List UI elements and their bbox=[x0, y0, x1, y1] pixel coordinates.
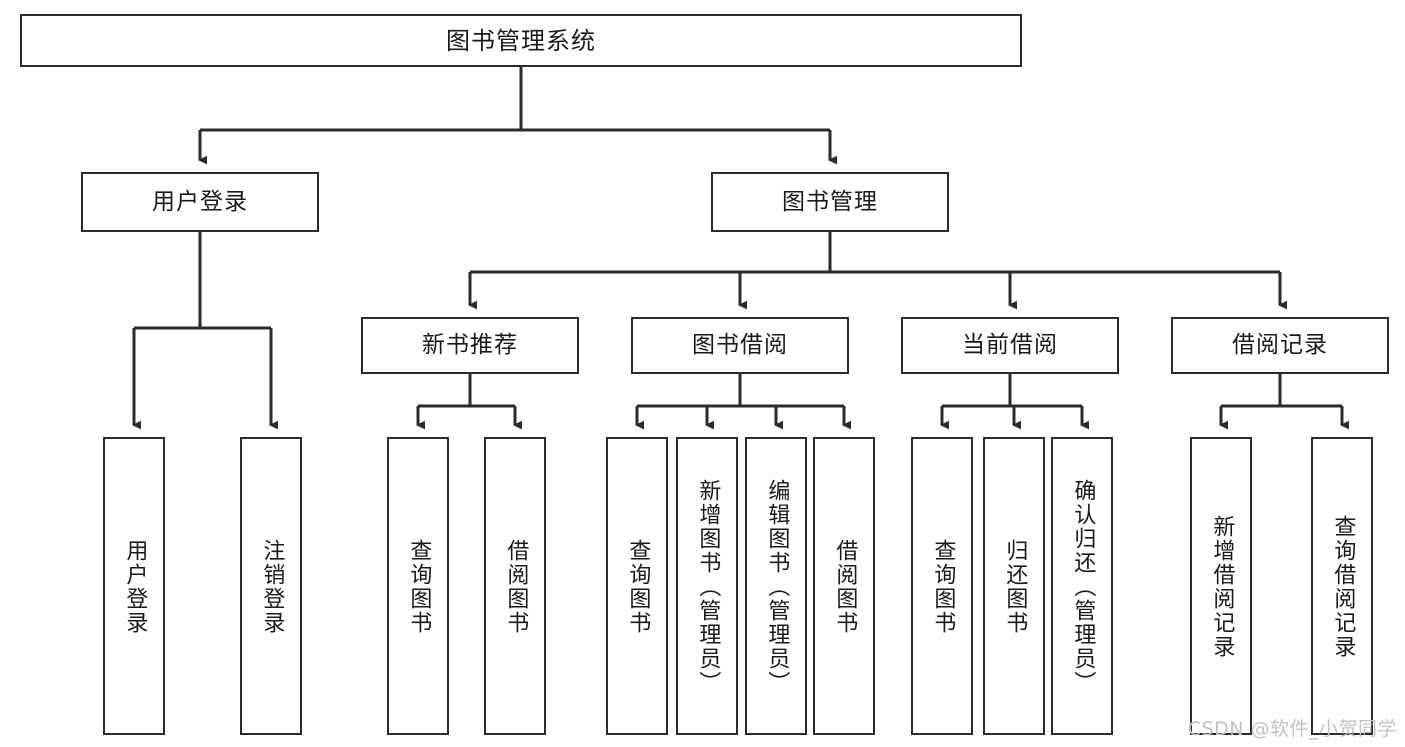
node-book-borrow[interactable]: 图书借阅 bbox=[631, 317, 849, 374]
node-leaf-query-book-a-label: 查询图书 bbox=[406, 539, 432, 635]
node-book-manage[interactable]: 图书管理 bbox=[711, 172, 949, 232]
node-leaf-confirm-return-label: 确认归还（管理员） bbox=[1070, 479, 1096, 695]
node-user-login-label: 用户登录 bbox=[152, 188, 248, 215]
node-leaf-query-book-a[interactable]: 查询图书 bbox=[387, 437, 449, 735]
node-current-borrow[interactable]: 当前借阅 bbox=[901, 317, 1119, 374]
node-leaf-user-login-label: 用户登录 bbox=[122, 539, 148, 635]
node-leaf-borrow-book-a[interactable]: 借阅图书 bbox=[484, 437, 546, 735]
node-leaf-user-logout[interactable]: 注销登录 bbox=[240, 437, 302, 735]
node-leaf-query-record-label: 查询借阅记录 bbox=[1330, 515, 1356, 659]
node-leaf-borrow-book-b[interactable]: 借阅图书 bbox=[813, 437, 875, 735]
node-root-label: 图书管理系统 bbox=[446, 26, 596, 55]
node-leaf-user-logout-label: 注销登录 bbox=[259, 539, 285, 635]
node-leaf-query-book-b-label: 查询图书 bbox=[625, 539, 651, 635]
node-leaf-borrow-book-b-label: 借阅图书 bbox=[832, 539, 858, 635]
node-new-book-recommend[interactable]: 新书推荐 bbox=[361, 317, 579, 374]
node-leaf-query-book-c[interactable]: 查询图书 bbox=[911, 437, 973, 735]
node-leaf-add-book[interactable]: 新增图书（管理员） bbox=[676, 437, 738, 735]
node-new-book-recommend-label: 新书推荐 bbox=[422, 332, 518, 358]
node-leaf-add-record[interactable]: 新增借阅记录 bbox=[1190, 437, 1252, 735]
node-current-borrow-label: 当前借阅 bbox=[962, 332, 1058, 358]
node-borrow-record[interactable]: 借阅记录 bbox=[1171, 317, 1389, 374]
node-leaf-user-login[interactable]: 用户登录 bbox=[103, 437, 165, 735]
node-book-borrow-label: 图书借阅 bbox=[692, 332, 788, 358]
node-leaf-query-book-c-label: 查询图书 bbox=[930, 539, 956, 635]
node-leaf-return-book-label: 归还图书 bbox=[1002, 539, 1028, 635]
node-borrow-record-label: 借阅记录 bbox=[1232, 332, 1328, 358]
node-leaf-confirm-return[interactable]: 确认归还（管理员） bbox=[1051, 437, 1113, 735]
node-leaf-add-book-label: 新增图书（管理员） bbox=[695, 479, 721, 695]
watermark-text: CSDN @软件_小贺同学 bbox=[1187, 718, 1397, 740]
node-leaf-edit-book[interactable]: 编辑图书（管理员） bbox=[745, 437, 807, 735]
node-leaf-borrow-book-a-label: 借阅图书 bbox=[503, 539, 529, 635]
node-leaf-return-book[interactable]: 归还图书 bbox=[983, 437, 1045, 735]
node-root[interactable]: 图书管理系统 bbox=[20, 14, 1022, 67]
node-user-login[interactable]: 用户登录 bbox=[81, 172, 319, 232]
node-leaf-add-record-label: 新增借阅记录 bbox=[1209, 515, 1235, 659]
node-book-manage-label: 图书管理 bbox=[782, 188, 878, 215]
node-leaf-query-book-b[interactable]: 查询图书 bbox=[606, 437, 668, 735]
node-leaf-query-record[interactable]: 查询借阅记录 bbox=[1311, 437, 1373, 735]
node-leaf-edit-book-label: 编辑图书（管理员） bbox=[764, 479, 790, 695]
